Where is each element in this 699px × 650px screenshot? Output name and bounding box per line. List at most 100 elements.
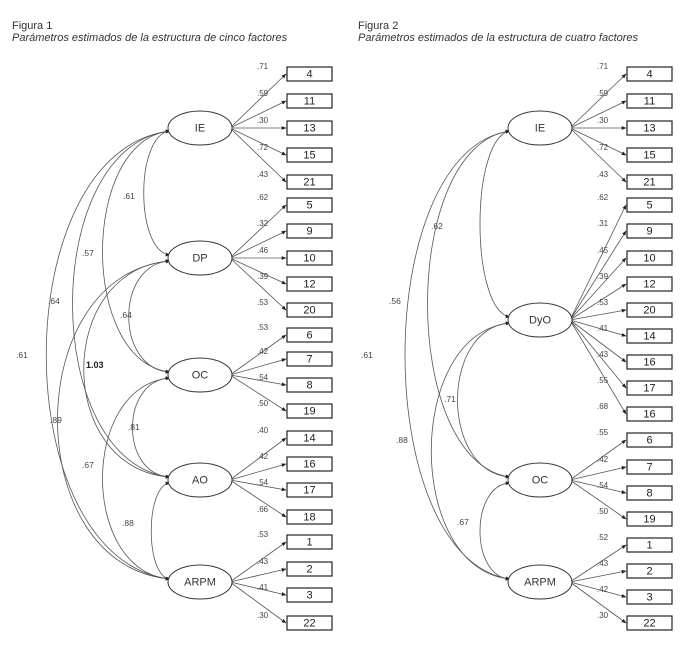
loading-value: .62: [257, 193, 269, 202]
loading-value: .42: [597, 585, 609, 594]
latent-factor-label: OC: [192, 370, 209, 382]
loading-value: .59: [597, 89, 609, 98]
latent-factor: [167, 357, 233, 393]
loading-path: [229, 581, 287, 596]
item-label: 11: [304, 96, 315, 108]
loading-path: [229, 257, 287, 285]
item-box: [286, 93, 333, 109]
item-label: 19: [643, 514, 655, 526]
correlation-value: .56: [389, 296, 401, 306]
correlation-arc: [479, 481, 511, 581]
item-label: 14: [303, 433, 315, 445]
loading-value: .41: [257, 583, 269, 592]
item-box: [626, 406, 673, 422]
item-label: 1: [646, 540, 652, 552]
loading-value: .43: [257, 557, 269, 566]
item-label: 15: [303, 150, 315, 162]
item-box: [626, 93, 673, 109]
latent-factor-label: ARPM: [184, 577, 216, 589]
item-box: [626, 354, 673, 370]
latent-factor-label: ARPM: [524, 577, 556, 589]
latent-factor: [507, 462, 573, 498]
correlation-value: .88: [396, 435, 408, 445]
loading-path: [569, 257, 627, 321]
item-label: 21: [643, 177, 655, 189]
item-label: 14: [643, 331, 655, 343]
item-label: 12: [643, 279, 655, 291]
loading-path: [569, 319, 627, 415]
item-box: [626, 459, 673, 475]
loading-path: [229, 374, 287, 387]
loading-value: .72: [257, 143, 269, 152]
correlation-arc: [143, 129, 171, 257]
loading-value: .54: [257, 478, 269, 487]
loading-value: .40: [257, 426, 269, 435]
loading-value: .30: [257, 116, 269, 125]
loading-path: [229, 334, 287, 376]
correlation-arc: [83, 259, 171, 479]
latent-factor-label: OC: [532, 475, 549, 487]
item-box: [626, 197, 673, 213]
item-box: [286, 456, 333, 472]
correlation-value: .89: [50, 415, 62, 425]
loading-path: [569, 230, 627, 321]
loading-path: [229, 73, 287, 129]
loading-path: [569, 127, 627, 156]
item-label: 7: [306, 354, 312, 366]
item-box: [626, 511, 673, 527]
loading-value: .42: [597, 455, 609, 464]
loading-value: .55: [597, 376, 609, 385]
loading-value: .66: [257, 505, 269, 514]
loading-value: .55: [597, 428, 609, 437]
item-label: 11: [644, 96, 655, 108]
loading-value: .59: [257, 89, 269, 98]
item-box: [286, 250, 333, 266]
item-label: 13: [643, 123, 655, 135]
loading-path: [569, 479, 627, 494]
loading-value: .53: [597, 298, 609, 307]
item-box: [626, 328, 673, 344]
item-box: [286, 147, 333, 163]
item-box: [626, 147, 673, 163]
item-label: 22: [643, 618, 655, 630]
item-box: [626, 276, 673, 292]
item-box: [286, 120, 333, 136]
item-box: [626, 615, 673, 631]
loading-value: .54: [597, 481, 609, 490]
loading-value: .62: [597, 193, 609, 202]
figure-1-number: Figura 1: [12, 20, 53, 32]
loading-value: .41: [597, 324, 609, 333]
loading-path: [229, 541, 287, 583]
figure-1-header: Figura 1 Parámetros estimados de la estr…: [12, 20, 287, 44]
item-box: [286, 509, 333, 525]
loading-path: [569, 127, 627, 183]
item-box: [286, 377, 333, 393]
loading-path: [569, 544, 627, 583]
item-label: 19: [303, 406, 315, 418]
loading-path: [569, 73, 627, 129]
loading-path: [569, 100, 627, 129]
correlation-arc: [102, 376, 171, 581]
item-label: 12: [303, 279, 315, 291]
loading-value: .72: [597, 143, 609, 152]
latent-factor: [167, 462, 233, 498]
correlation-arc: [150, 481, 171, 581]
item-label: 22: [303, 618, 315, 630]
item-label: 20: [643, 305, 655, 317]
latent-factor-label: IE: [195, 123, 205, 135]
loading-value: .71: [257, 62, 269, 71]
item-label: 7: [646, 462, 652, 474]
item-label: 3: [646, 592, 652, 604]
loading-path: [229, 581, 287, 624]
latent-factor: [507, 302, 573, 338]
loading-path: [229, 257, 287, 311]
item-label: 10: [303, 253, 315, 265]
item-box: [286, 615, 333, 631]
item-box: [626, 485, 673, 501]
correlation-value: .61: [123, 191, 135, 201]
item-label: 16: [643, 409, 655, 421]
loading-path: [569, 283, 627, 321]
item-box: [626, 589, 673, 605]
item-box: [286, 482, 333, 498]
